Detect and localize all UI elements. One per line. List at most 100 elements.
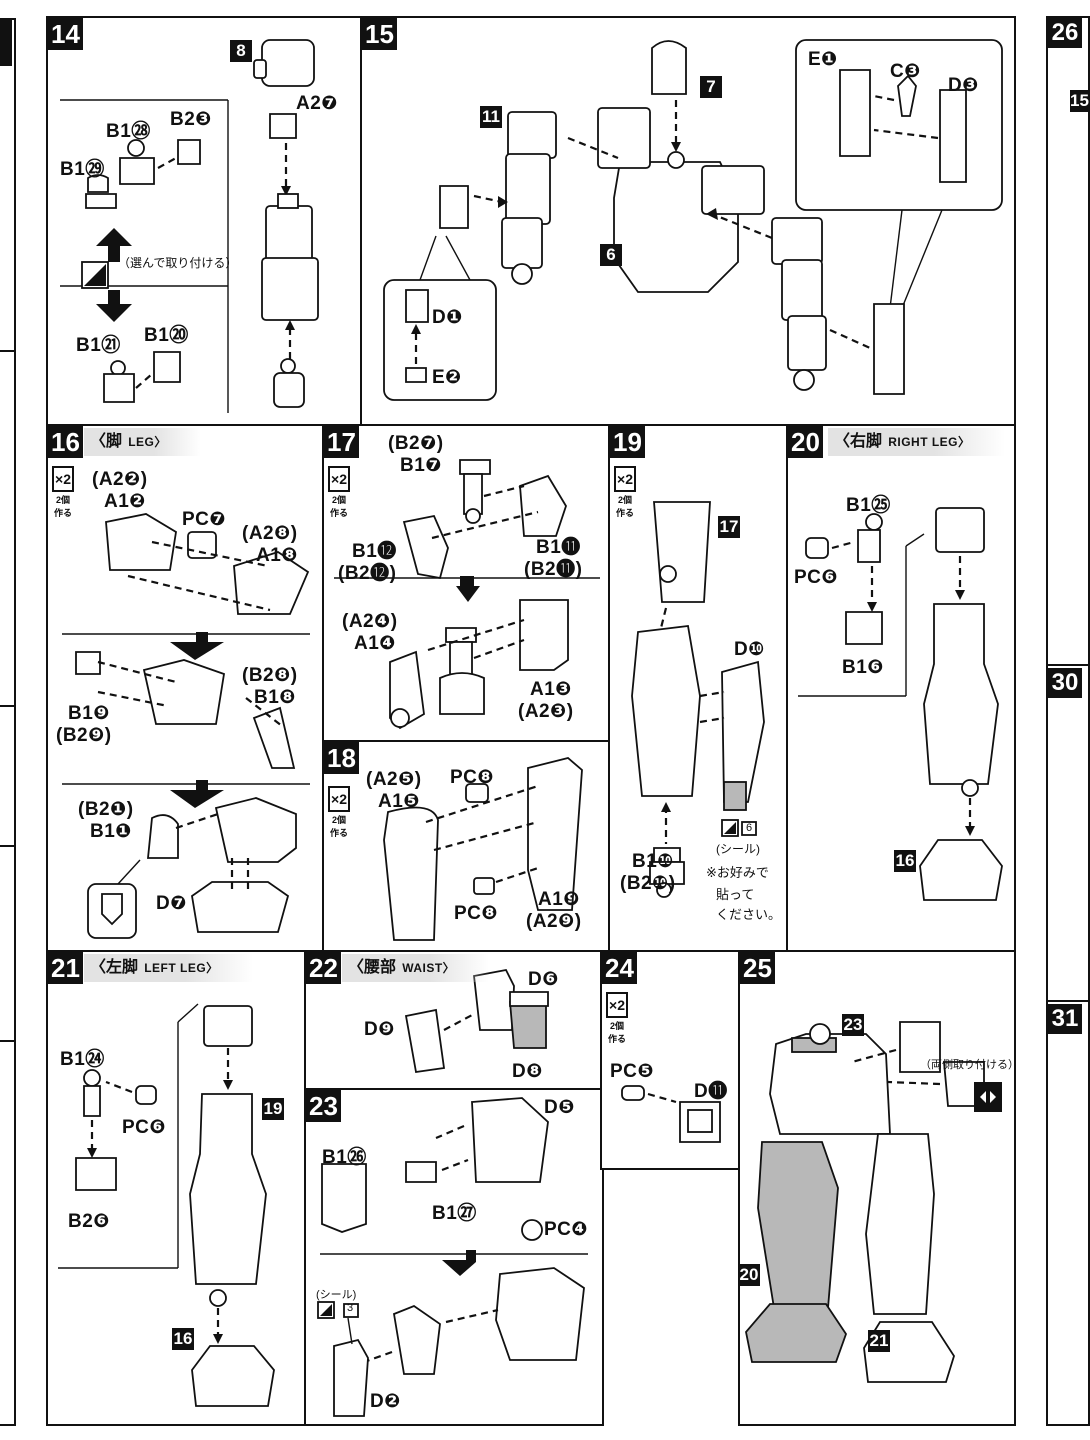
step-20-title-en: RIGHT LEG〉 bbox=[888, 435, 971, 449]
prev-page-divider bbox=[0, 845, 14, 847]
part-a2-8-label: (A2❽) bbox=[242, 523, 298, 544]
part-a2-7-label: A2❼ bbox=[296, 93, 338, 114]
seal-note: (シール) bbox=[316, 1289, 357, 1301]
choose-one-note: （選んで取り付ける） bbox=[118, 256, 238, 270]
part-a2-4-label: (A2❹) bbox=[342, 611, 398, 632]
step-22-panel: 22 〈腰部 WAIST〉 D❻ D❾ D❽ bbox=[304, 950, 604, 1092]
subassembly-6-label: 6 bbox=[600, 244, 622, 266]
prev-page-divider bbox=[0, 705, 14, 707]
part-c3-label: C❸ bbox=[890, 61, 921, 82]
part-a1-9-label: A1❾ bbox=[538, 889, 580, 910]
step-22-title-jp: 〈腰部 bbox=[348, 959, 397, 976]
subassembly-20-label: 20 bbox=[738, 1264, 760, 1286]
step-23-illustration bbox=[317, 1097, 588, 1417]
part-pc4-label: PC❹ bbox=[544, 1219, 588, 1240]
prev-page-divider bbox=[0, 350, 14, 352]
step-17-panel: 17 ×2 2個作る (B2❼) B1❼ B1⓬ (B2⓬) B1⓫ (B2⓫)… bbox=[322, 424, 612, 744]
part-a1-5-label: A1❺ bbox=[378, 791, 420, 812]
part-b1-11-label: B1⓫ bbox=[536, 537, 581, 558]
part-a1-3-label: A1❸ bbox=[530, 679, 572, 700]
part-b2-8-label: (B2❽) bbox=[242, 665, 298, 686]
next-page-divider bbox=[1048, 1000, 1088, 1002]
step-18-panel: 18 ×2 2個作る (A2❺) A1❺ PC❽ PC❽ A1❾ (A2❾) bbox=[322, 740, 612, 952]
step-16-count-note: 2個作る bbox=[53, 495, 72, 518]
part-d7-label: D❼ bbox=[156, 893, 187, 914]
step-19-count-badge: ×2 2個作る bbox=[614, 466, 636, 519]
step-23-number: 23 bbox=[306, 1090, 341, 1122]
step-22-title-en: WAIST〉 bbox=[402, 961, 456, 975]
part-d6-label: D❻ bbox=[528, 969, 559, 990]
step-20-panel: 20 〈右脚 RIGHT LEG〉 B1㉕ PC❻ B1❻ 16 bbox=[786, 424, 1016, 952]
next-page-strip: 26 15 30 31 bbox=[1046, 16, 1090, 1426]
part-b1-12-label: B1⓬ bbox=[352, 541, 397, 562]
optional-note-line2: 貼って bbox=[716, 887, 755, 902]
part-b2-7-label: (B2❼) bbox=[388, 433, 444, 454]
part-b1-8-label: B1❽ bbox=[254, 687, 296, 708]
step-20-number: 20 bbox=[788, 426, 823, 458]
step-16-count-badge: ×2 2個作る bbox=[52, 466, 74, 519]
part-pc8-label: PC❽ bbox=[450, 767, 494, 788]
subassembly-17-label: 17 bbox=[718, 516, 740, 538]
part-pc6-label: PC❻ bbox=[122, 1117, 166, 1138]
step-16-count: ×2 bbox=[52, 466, 74, 492]
subassembly-21-label: 21 bbox=[868, 1330, 890, 1352]
part-b1-7-label: B1❼ bbox=[400, 455, 442, 476]
subassembly-16-label: 16 bbox=[894, 850, 916, 872]
part-a2-5-label: (A2❺) bbox=[366, 769, 422, 790]
part-d5-label: D❺ bbox=[544, 1097, 575, 1118]
part-a1-4-label: A1❹ bbox=[354, 633, 396, 654]
step-22-number: 22 bbox=[306, 952, 341, 984]
part-d3-label: D❸ bbox=[948, 75, 979, 96]
part-a2-9-label: (A2❾) bbox=[526, 911, 582, 932]
subassembly-16-label: 16 bbox=[172, 1328, 194, 1350]
step-14-number: 14 bbox=[48, 18, 83, 50]
part-b2-11-label: (B2⓫) bbox=[524, 559, 583, 580]
step-21-title-jp: 〈左脚 bbox=[90, 959, 139, 976]
part-b1-20-label: B1⑳ bbox=[144, 325, 189, 346]
step-21-illustration bbox=[58, 1003, 275, 1407]
step-31-number: 31 bbox=[1048, 1004, 1082, 1034]
part-a1-8-label: A1❽ bbox=[256, 545, 298, 566]
step-19-number: 19 bbox=[610, 426, 645, 458]
part-d8-label: D❽ bbox=[512, 1061, 543, 1082]
part-d11-label: D⓫ bbox=[694, 1081, 728, 1102]
part-b1-26-label: B1㉖ bbox=[322, 1147, 367, 1168]
part-b2-10-label: (B2❿) bbox=[620, 873, 676, 894]
step-24-count-badge: ×2 2個作る bbox=[606, 992, 628, 1045]
step-15-panel: 15 7 11 6 E❶ C❸ D❸ D❶ E❷ bbox=[360, 16, 1016, 426]
subassembly-8-label: 8 bbox=[230, 40, 252, 62]
step-25-number: 25 bbox=[740, 952, 775, 984]
part-b1-1-label: B1❶ bbox=[90, 821, 132, 842]
step-16-panel: 16 〈脚 LEG〉 ×2 2個作る (A2❷) A1❷ PC❼ (A2❽) A… bbox=[46, 424, 326, 952]
step-20-title-jp: 〈右脚 bbox=[834, 433, 883, 450]
part-b1-10-label: B1❿ bbox=[632, 851, 674, 872]
optional-note-line1: ※お好みで bbox=[706, 865, 769, 880]
step-17-number: 17 bbox=[324, 426, 359, 458]
step-24-panel: 24 ×2 2個作る PC❺ D⓫ bbox=[600, 950, 742, 1170]
part-b1-21-label: B1㉑ bbox=[76, 335, 121, 356]
step-24-number: 24 bbox=[602, 952, 637, 984]
next-page-divider bbox=[1048, 664, 1088, 666]
step-21-panel: 21 〈左脚 LEFT LEG〉 B1㉔ PC❻ B2❻ 19 16 bbox=[46, 950, 306, 1426]
part-d1-label: D❶ bbox=[432, 307, 463, 328]
prev-page-step-marker bbox=[0, 20, 12, 66]
step-15-number: 15 bbox=[362, 18, 397, 50]
step-16-number: 16 bbox=[48, 426, 83, 458]
step-23-panel: 23 D❺ B1㉖ B1㉗ PC❹ (シール) 3 D❷ bbox=[304, 1088, 604, 1426]
step-16-title-en: LEG〉 bbox=[128, 435, 167, 449]
part-b1-29-label: B1㉙ bbox=[60, 159, 105, 180]
part-a2-3-label: (A2❸) bbox=[518, 701, 574, 722]
step-19-panel: 19 ×2 2個作る 17 D❿ B1❿ (B2❿) (シール) 6 ※お好みで… bbox=[608, 424, 790, 952]
step-24-count-note: 2個作る bbox=[607, 1021, 626, 1044]
part-b2-12-label: (B2⓬) bbox=[338, 563, 397, 584]
subassembly-7-label: 7 bbox=[700, 76, 722, 98]
part-e2-label: E❷ bbox=[432, 367, 462, 388]
attach-both-sides-note: （両側取り付ける） bbox=[920, 1059, 1019, 1071]
step-25-panel: 25 23 （両側取り付ける） 20 21 bbox=[738, 950, 1019, 1426]
part-b1-28-label: B1㉘ bbox=[106, 121, 151, 142]
part-b2-9-label: (B2❾) bbox=[56, 725, 112, 746]
part-b2-1-label: (B2❶) bbox=[78, 799, 134, 820]
step-30-number: 30 bbox=[1048, 668, 1082, 698]
part-b1-25-label: B1㉕ bbox=[846, 495, 891, 516]
part-b1-6-label: B1❻ bbox=[842, 657, 884, 678]
